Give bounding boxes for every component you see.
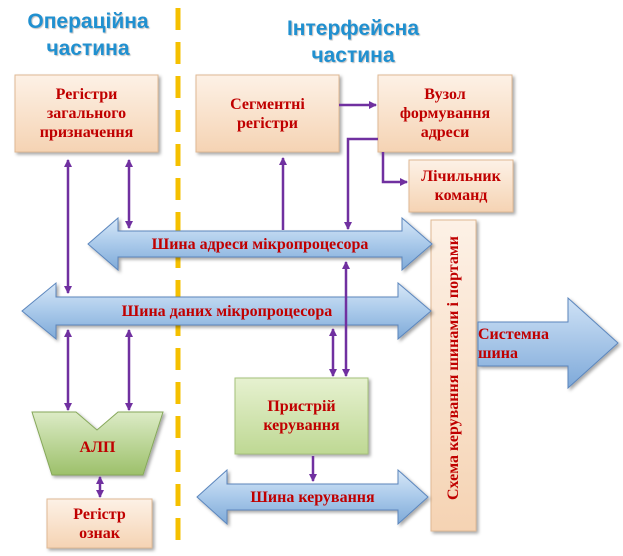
instruction-counter-label: Лічильник команд xyxy=(409,160,513,212)
instruction-counter-line2: команд xyxy=(434,187,488,204)
flags-register-line2: ознак xyxy=(79,524,120,542)
header-operational: Операційна частина xyxy=(8,8,168,62)
address-bus-arrow xyxy=(87,216,433,272)
general-registers-line3: призначення xyxy=(39,124,134,141)
segment-registers-line2: регістри xyxy=(237,114,298,132)
address-unit-line1: Вузол xyxy=(424,86,466,103)
header-operational-line1: Операційна xyxy=(27,10,149,33)
segment-registers-label: Сегментні регістри xyxy=(196,75,339,152)
flags-register-line1: Регістр xyxy=(73,505,126,523)
address-unit-line3: адреси xyxy=(420,124,470,141)
system-bus-arrow xyxy=(477,296,619,390)
segment-registers-line1: Сегментні xyxy=(230,95,305,113)
address-unit-box xyxy=(377,74,513,153)
general-registers-line2: загального xyxy=(46,105,127,122)
header-interface: Інтерфейсна частина xyxy=(268,15,438,69)
system-bus-line2: шина xyxy=(478,345,518,362)
system-bus-line1: Системна xyxy=(478,326,549,343)
data-bus-label: Шина даних мікропроцесора xyxy=(121,302,333,320)
flags-register-label: Регістр ознак xyxy=(47,499,152,548)
bus-control-scheme-label: Схема керування шинами і портами xyxy=(445,236,462,500)
flags-register-box xyxy=(46,498,153,549)
alu-label: АЛП xyxy=(79,438,116,456)
system-bus-label: Системна шина xyxy=(478,322,568,366)
header-interface-line2: частина xyxy=(311,44,395,67)
address-unit-label: Вузол формування адреси xyxy=(378,75,512,152)
header-interface-line1: Інтерфейсна xyxy=(286,17,420,40)
bus-control-scheme-box xyxy=(430,219,477,532)
segment-registers-box xyxy=(195,74,340,153)
header-operational-line2: частина xyxy=(46,37,130,60)
control-device-line2: керування xyxy=(263,417,340,434)
control-bus-label: Шина керування xyxy=(250,488,375,506)
general-registers-box xyxy=(14,74,159,153)
conn-address-unit-to-bus xyxy=(344,137,378,230)
control-device-line1: Пристрій xyxy=(267,398,336,415)
control-device-box xyxy=(234,377,369,455)
control-device-label: Пристрій керування xyxy=(235,378,368,454)
instruction-counter-line1: Лічильник xyxy=(421,168,501,185)
alu-shape xyxy=(31,411,164,476)
general-registers-line1: Регістри xyxy=(55,86,118,103)
control-bus-arrow xyxy=(196,468,429,526)
general-registers-label: Регістри загального призначення xyxy=(15,75,158,152)
address-unit-line2: формування xyxy=(399,105,491,122)
instruction-counter-box xyxy=(408,159,514,213)
conn-address-unit-to-counter xyxy=(381,152,408,186)
address-bus-label: Шина адреси мікропроцесора xyxy=(151,235,369,253)
data-bus-arrow xyxy=(21,281,432,341)
